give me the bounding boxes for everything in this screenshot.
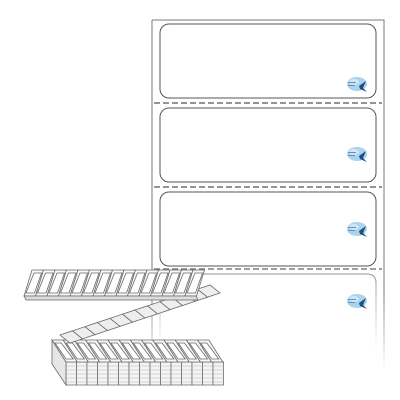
bird-logo-icon [347,222,367,237]
flap-label-inner [174,272,192,294]
stack-edge [128,361,140,386]
stack-edge [181,361,193,386]
flap-label-inner [140,272,158,294]
stack-edge [107,361,119,386]
bird-logo-icon [347,77,367,92]
fold-strip [196,284,221,298]
stack-edge [160,361,172,386]
flap-label-inner [105,272,123,294]
stack-top-label-inner [121,342,142,360]
flap-label-inner [151,272,169,294]
stack-edge [97,361,109,386]
flap-label-inner [163,272,181,294]
label-2 [159,107,377,183]
stack-top-label-inner [87,342,108,360]
bird-logo-icon [347,294,367,309]
flap-label-inner [36,272,54,294]
flap-label-inner [71,272,89,294]
stack-top-label-inner [199,342,220,360]
stack-edge [149,361,161,386]
flap-label-inner [94,272,112,294]
stack-top-label-inner [177,342,198,360]
flap-label-inner [25,272,43,294]
label-sheet [151,19,385,372]
label-1 [159,23,377,99]
stack-edge [202,361,214,386]
bird-logo-icon [347,147,367,162]
stack-edge [118,361,130,386]
flap-label-inner [59,272,77,294]
flap-label-inner [82,272,100,294]
stack-edge [139,361,151,386]
flap-label-inner [186,272,204,294]
flap-label-inner [117,272,135,294]
fanfold-stack [23,269,224,387]
stack-top-label-inner [76,342,97,360]
flap-label-inner [128,272,146,294]
stack-top-label-inner [99,342,119,360]
stack-top-label-inner [110,342,130,360]
stack-edge [65,361,77,386]
stack-top-label-inner [54,342,74,360]
flap-edge [23,295,199,301]
stack-edge [86,361,98,386]
stack-edge [170,361,182,386]
label-3 [159,191,377,267]
stack-top-label-inner [166,342,186,360]
stack-edge [191,361,203,386]
flap-label-inner [48,272,66,294]
stack-top-label-inner [132,342,153,360]
stack-top-label-inner [188,342,209,360]
stack-top-label-inner [143,342,164,360]
stack-edge [76,361,88,386]
stack-edge [212,361,224,386]
stack-top-label-inner [155,342,175,360]
